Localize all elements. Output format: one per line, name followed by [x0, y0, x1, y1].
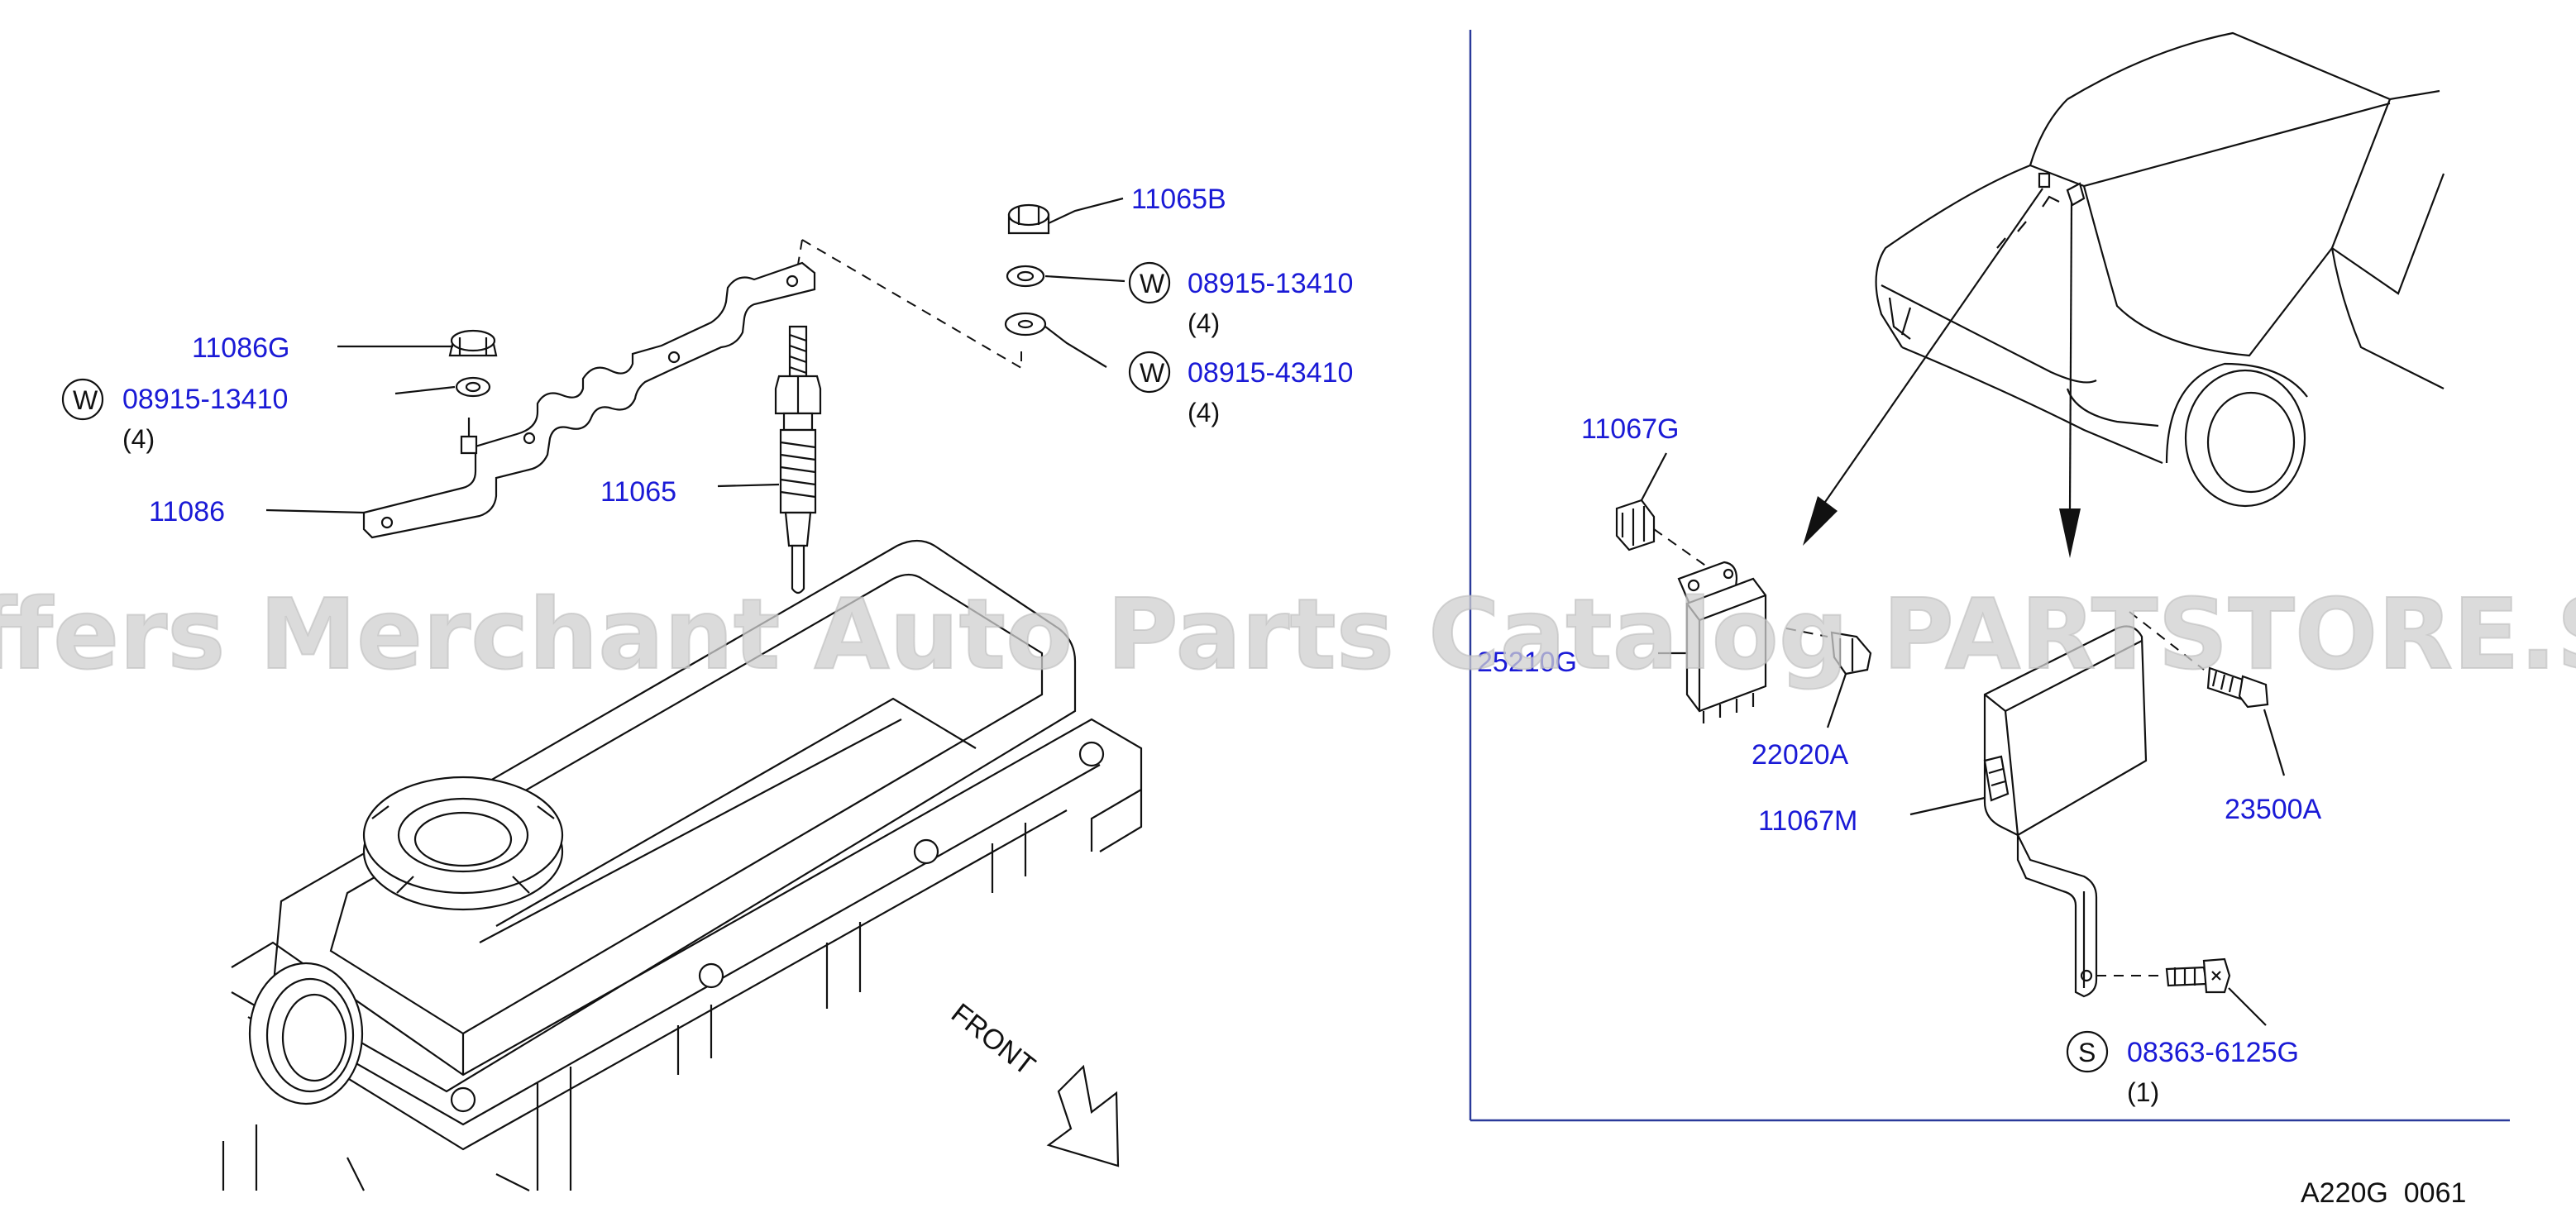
right-section-frame	[1469, 30, 2510, 1122]
leader-lines-left	[265, 197, 1667, 514]
connector-11067g-drawing	[1615, 499, 1725, 580]
guide-dashed-line-short	[797, 239, 803, 265]
front-arrow	[1046, 1064, 1120, 1167]
symbol-w: W	[1140, 269, 1165, 298]
quantity-label: (4)	[122, 424, 155, 454]
sensor-22020a-drawing	[1785, 628, 1872, 728]
part-label-11065b[interactable]: 11065B	[1131, 184, 1226, 215]
quantity-label: (4)	[1188, 308, 1220, 338]
part-label-08915-13410-right[interactable]: 08915-13410	[1188, 268, 1353, 299]
glow-plug-drawing	[774, 325, 822, 594]
control-unit-11067m-drawing	[1909, 611, 2205, 998]
bus-bar-drawing	[362, 261, 816, 539]
part-label-08915-43410[interactable]: 08915-43410	[1188, 357, 1353, 389]
part-label-11067g[interactable]: 11067G	[1581, 413, 1679, 445]
symbol-circles	[61, 261, 2109, 1073]
quantity-label: (4)	[1188, 398, 1220, 427]
vehicle-outline-drawing	[1875, 31, 2445, 508]
part-label-08915-13410-left[interactable]: 08915-13410	[122, 384, 288, 415]
guide-dashed-line	[801, 239, 1022, 370]
bolt-08363-drawing	[2165, 957, 2267, 1026]
engine-cylinder-head-drawing	[222, 539, 1143, 1191]
relay-25210g-drawing	[1658, 561, 1767, 723]
nut-11065b-drawing	[1004, 203, 1050, 337]
part-label-22020a[interactable]: 22020A	[1752, 739, 1849, 771]
symbol-w: W	[73, 385, 98, 415]
nut-11086g-drawing	[448, 329, 498, 398]
part-label-08363-6125g[interactable]: 08363-6125G	[2127, 1037, 2299, 1068]
watermark-text: Offers Merchant Auto Parts Catalog PARTS…	[0, 577, 2576, 691]
part-label-11065[interactable]: 11065	[600, 476, 676, 508]
symbol-w: W	[1140, 358, 1165, 388]
bolt-23500a-drawing	[2206, 666, 2286, 776]
part-label-11086g[interactable]: 11086G	[192, 332, 289, 364]
part-label-23500a[interactable]: 23500A	[2225, 794, 2322, 825]
pointer-arrows	[1803, 188, 2081, 558]
quantity-label: (1)	[2127, 1077, 2159, 1107]
diagram-code: A220G 0061	[2301, 1177, 2466, 1209]
symbol-s: S	[2078, 1038, 2096, 1067]
part-label-11067m[interactable]: 11067M	[1758, 805, 1857, 837]
part-label-11086[interactable]: 11086	[149, 496, 225, 528]
front-label: FRONT	[945, 997, 1041, 1081]
part-label-25210g[interactable]: 25210G	[1477, 647, 1577, 678]
